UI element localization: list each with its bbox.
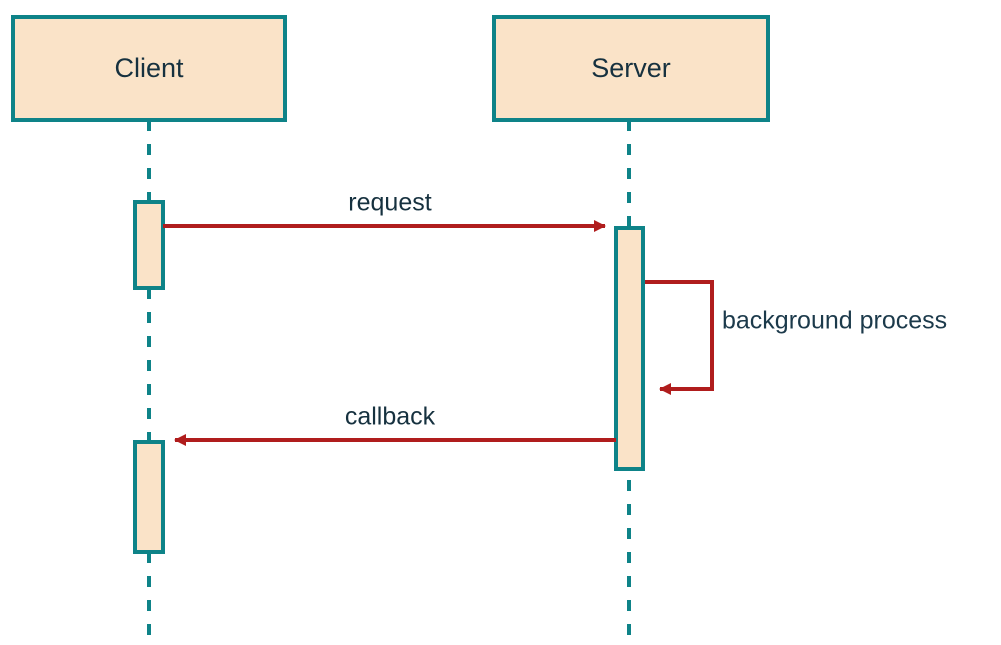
message-background-process-label: background process [722, 307, 947, 335]
participant-client[interactable]: Client [11, 15, 287, 122]
participant-label-server: Server [591, 53, 671, 83]
message-background-process[interactable]: background process [645, 280, 947, 395]
message-background-process-path[interactable] [645, 280, 714, 395]
activation-bar-client-1[interactable] [133, 200, 165, 290]
message-request-label: request [348, 189, 431, 217]
activations-layer [133, 200, 645, 554]
message-callback-label: callback [345, 403, 436, 431]
message-callback[interactable]: callback [174, 403, 616, 446]
participant-box-client[interactable] [11, 15, 287, 122]
participant-box-server[interactable] [492, 15, 770, 122]
activation-bar-client-2[interactable] [133, 440, 165, 554]
participant-label-client: Client [114, 53, 184, 83]
participant-server[interactable]: Server [492, 15, 770, 122]
message-request[interactable]: request [163, 189, 606, 232]
activation-bar-server-1[interactable] [614, 226, 645, 471]
